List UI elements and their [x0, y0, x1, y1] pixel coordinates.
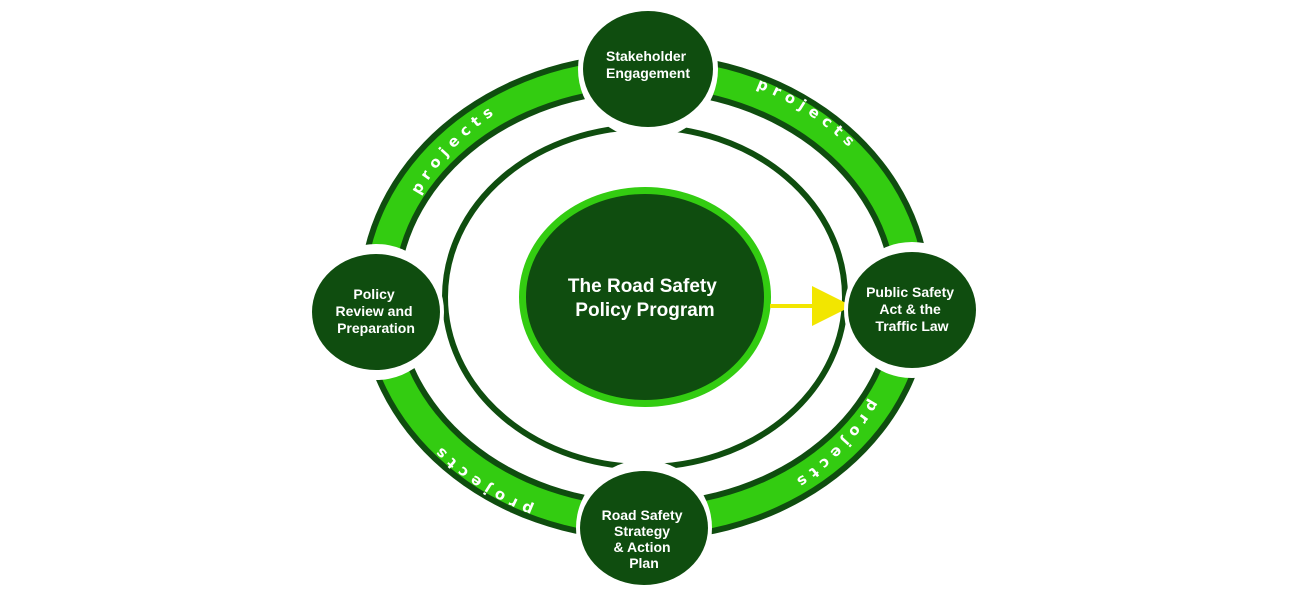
node-left — [312, 254, 440, 370]
node-left-label: Policy Review and Preparation — [336, 286, 417, 336]
node-top-label: Stakeholder Engagement — [606, 48, 690, 81]
node-bottom — [580, 471, 708, 585]
node-right-label: Public Safety Act & the Traffic Law — [866, 284, 958, 334]
node-bottom-label: Road Safety Strategy & Action Plan — [602, 507, 687, 571]
center-node — [526, 194, 764, 400]
center-node-title: The Road Safety Policy Program — [568, 276, 722, 321]
node-right — [848, 252, 976, 368]
node-top — [583, 11, 713, 127]
